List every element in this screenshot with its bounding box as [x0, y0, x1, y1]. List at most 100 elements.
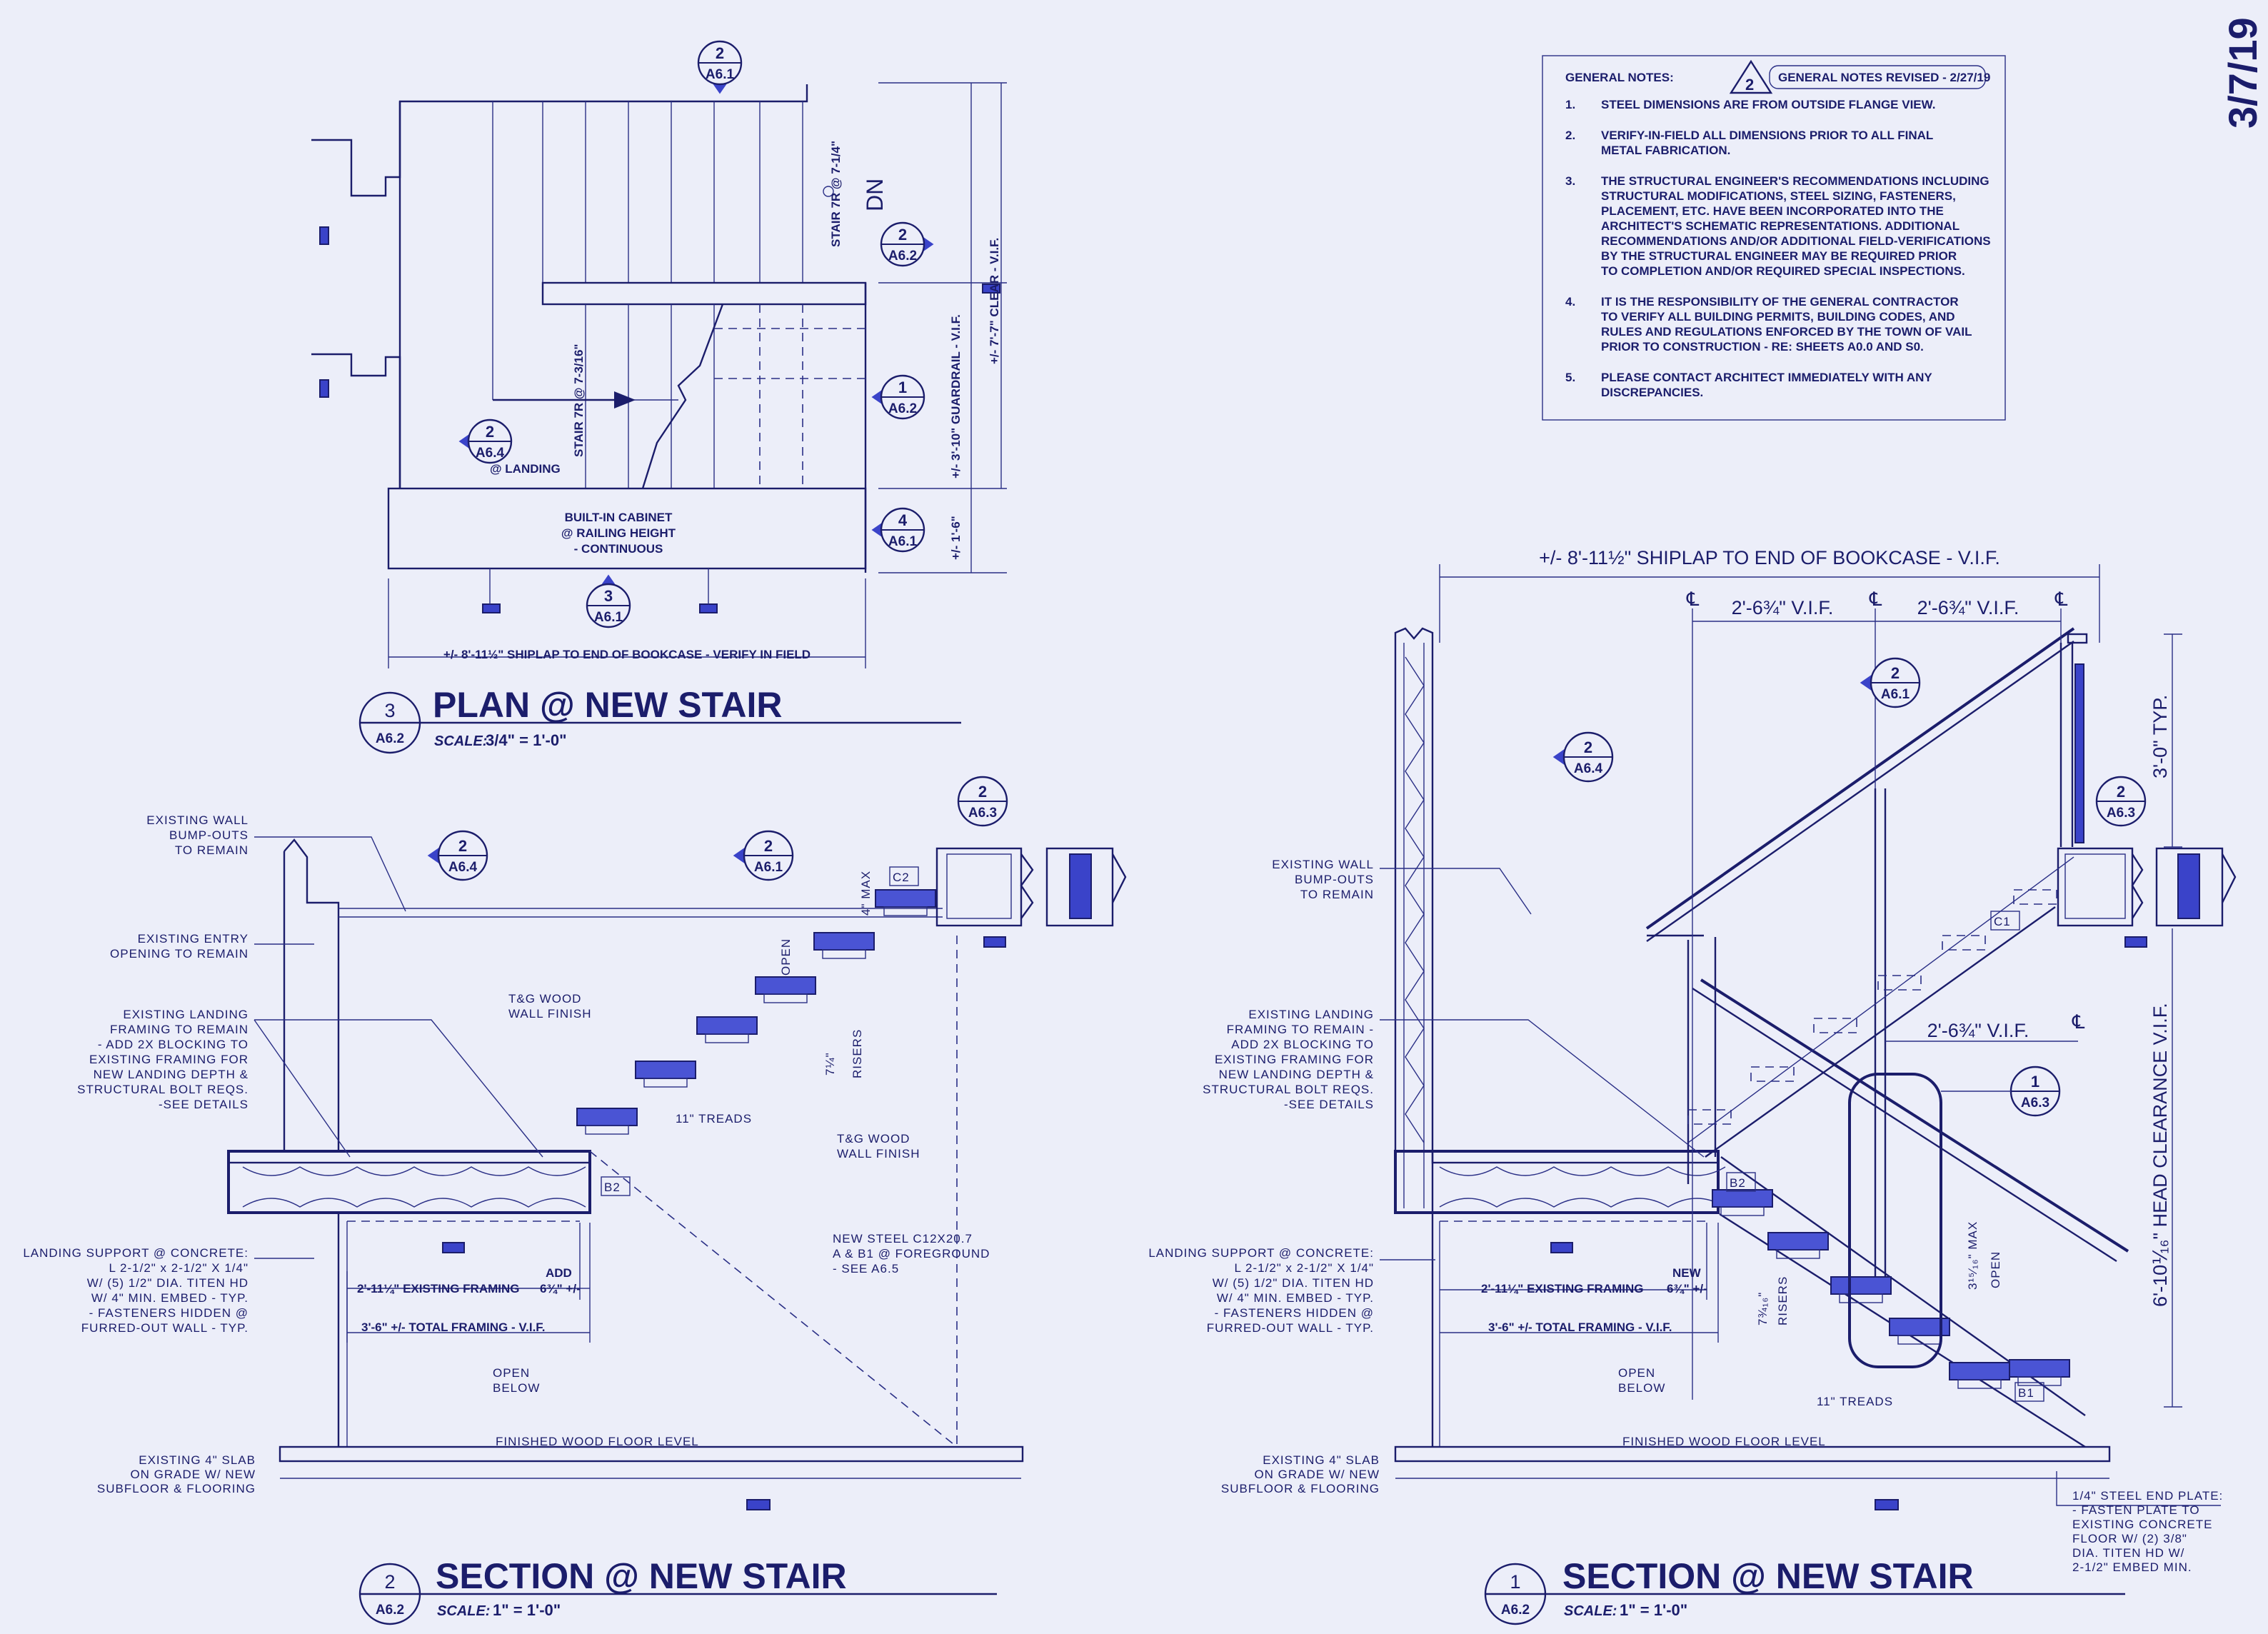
stair-upper-label: STAIR 7R @ 7-1/4"	[829, 141, 843, 247]
s2-scale-label: SCALE:	[437, 1603, 490, 1619]
plan-detail-number: 3	[384, 700, 395, 721]
s2-landing-support-note: W/ (5) 1/2" DIA. TITEN HD	[87, 1276, 249, 1290]
s2-tg-wood-note: WALL FINISH	[508, 1007, 591, 1021]
s1-risers-dim: 7¾₁₆"	[1756, 1292, 1770, 1325]
s1-end-plate-note: - FASTEN PLATE TO	[2072, 1503, 2200, 1517]
s2-existing-landing-note: STRUCTURAL BOLT REQS.	[77, 1083, 249, 1096]
section-tag-number: 2	[486, 423, 494, 441]
dn-label: DN	[862, 179, 888, 211]
head-clearance-callout	[1848, 1073, 1942, 1368]
section-2-tag-a64: 2A6.4	[427, 830, 488, 881]
s1-existing-slab-note: ON GRADE W/ NEW	[1254, 1468, 1380, 1481]
s2-landing-support-note: L 2-1/2" x 2-1/2" X 1/4"	[109, 1261, 249, 1275]
note-line: THE STRUCTURAL ENGINEER'S RECOMMENDATION…	[1601, 174, 1989, 188]
plan-title: PLAN @ NEW STAIR	[433, 685, 782, 725]
s1-existing-landing-note: EXISTING FRAMING FOR	[1215, 1053, 1374, 1066]
note-number: 5.	[1565, 371, 1575, 384]
s1-detail-sheet: A6.2	[1501, 1603, 1530, 1618]
section-tag-number: 2	[898, 226, 907, 244]
s2-tg-wood-note: T&G WOOD	[508, 992, 581, 1006]
section-tag-sheet: A6.1	[754, 860, 783, 875]
tread-angle	[883, 906, 928, 916]
s2-open-below-note: BELOW	[493, 1381, 540, 1395]
s2-existing-landing-note: FRAMING TO REMAIN	[110, 1023, 249, 1036]
s2-existing-entry-note: EXISTING ENTRY	[138, 932, 249, 946]
s1-end-plate-note: 1/4" STEEL END PLATE:	[2072, 1489, 2223, 1503]
section-tag-number: 1	[2031, 1073, 2039, 1091]
s1-new-dim: 6¾" +/-	[1667, 1282, 1707, 1295]
tread-angle	[643, 1078, 688, 1088]
section-tag-sheet: A6.3	[968, 806, 997, 821]
s1-end-plate-note: DIA. TITEN HD W/	[2072, 1546, 2184, 1560]
note-line: PLACEMENT, ETC. HAVE BEEN INCORPORATED I…	[1601, 204, 1944, 218]
tread-angle	[585, 1125, 629, 1135]
section-tag-sheet: A6.1	[706, 67, 735, 82]
s2-open: OPEN	[779, 938, 793, 976]
s1-scale-value: 1" = 1'-0"	[1620, 1601, 1687, 1619]
section-tag-number: 4	[898, 511, 908, 529]
s1-existing-slab-note: EXISTING 4" SLAB	[1263, 1453, 1380, 1467]
s1-existing-wall-note: BUMP-OUTS	[1295, 873, 1374, 886]
s1-existing-wall-note: EXISTING WALL	[1272, 858, 1374, 871]
s1-end-plate-note: FLOOR W/ (2) 3/8"	[2072, 1532, 2187, 1545]
note-line: DISCREPANCIES.	[1601, 386, 1703, 399]
tread-angle	[705, 1033, 749, 1043]
section-tag-number: 2	[716, 44, 724, 62]
cabinet-note-3: - CONTINUOUS	[574, 542, 663, 556]
s2-risers-dim: 7¼"	[823, 1052, 837, 1076]
note-line: ARCHITECT'S SCHEMATIC REPRESENTATIONS. A…	[1601, 219, 1960, 233]
s2-detail-number: 2	[384, 1571, 395, 1593]
s1-finished-floor: FINISHED WOOD FLOOR LEVEL	[1622, 1435, 1826, 1448]
section-tag-sheet: A6.1	[888, 534, 918, 549]
c2-label: C2	[893, 871, 910, 884]
s2-existing-slab-note: ON GRADE W/ NEW	[130, 1468, 256, 1481]
s2-add-dim: 6¾" +/-	[540, 1282, 581, 1295]
note-line: RECOMMENDATIONS AND/OR ADDITIONAL FIELD-…	[1601, 234, 1991, 248]
note-number: 4.	[1565, 295, 1575, 309]
s1-cl-4: ℄	[2072, 1011, 2085, 1033]
plan-dim-clear: +/- 7'-7" CLEAR - V.I.F.	[988, 238, 1001, 364]
section-tag-sheet: A6.3	[2021, 1096, 2049, 1111]
section-tag-sheet: A6.4	[476, 446, 505, 461]
section-tag-number: 2	[978, 783, 987, 801]
note-line: VERIFY-IN-FIELD ALL DIMENSIONS PRIOR TO …	[1601, 129, 1933, 142]
section-1-tag-a63b: 1A6.3	[2009, 1066, 2061, 1117]
note-line: STEEL DIMENSIONS ARE FROM OUTSIDE FLANGE…	[1601, 98, 1935, 111]
s1-cl-2: ℄	[1869, 588, 1882, 610]
plan-section-tag-5: 3A6.1	[586, 574, 631, 628]
s1-b2-label: B2	[1730, 1176, 1746, 1190]
s2-treads-label: 11" TREADS	[676, 1112, 752, 1126]
s1-existing-slab-note: SUBFLOOR & FLOORING	[1221, 1482, 1380, 1495]
note-line: STRUCTURAL MODIFICATIONS, STEEL SIZING, …	[1601, 189, 1956, 203]
s2-existing-entry-note: OPENING TO REMAIN	[110, 947, 249, 961]
s1-dim-right: 2'-6¾" V.I.F.	[1917, 597, 2019, 618]
s2-open-below-note: OPEN	[493, 1366, 530, 1380]
s2-scale-value: 1" = 1'-0"	[493, 1601, 561, 1619]
s1-new: NEW	[1672, 1266, 1702, 1280]
section-tag-number: 2	[458, 837, 467, 855]
stair-tread	[696, 1016, 758, 1035]
note-number: 2.	[1565, 129, 1575, 142]
section-2-drawing: C2 2A6.4 2A6.1 2A6.3 EXISTING WALLBUMP-O…	[23, 776, 1127, 1625]
stair-lower-label: STAIR 7R @ 7-3/16"	[572, 344, 586, 457]
s2-existing-landing-note: EXISTING FRAMING FOR	[89, 1053, 249, 1066]
cabinet-note-2: @ RAILING HEIGHT	[561, 526, 676, 540]
s1-dim-top: +/- 8'-11½" SHIPLAP TO END OF BOOKCASE -…	[1539, 547, 2000, 568]
s1-end-plate-note: EXISTING CONCRETE	[2072, 1518, 2212, 1531]
section-2-tag-a61: 2A6.1	[733, 830, 794, 881]
s2-existing-wall-note: EXISTING WALL	[146, 813, 249, 827]
stair-tread	[875, 889, 936, 908]
revision-number: 2	[1745, 76, 1754, 94]
revision-delta-icon: 2	[1729, 59, 1773, 94]
plan-drawing: BUILT-IN CABINET @ RAILING HEIGHT - CONT…	[311, 40, 1007, 754]
section-tag-number: 3	[604, 587, 613, 605]
section-tag-sheet: A6.2	[888, 401, 917, 416]
section-tag-sheet: A6.4	[448, 860, 478, 875]
section-tag-sheet: A6.1	[1881, 687, 1910, 702]
s1-typ: 3'-0" TYP.	[2149, 695, 2171, 778]
note-line: IT IS THE RESPONSIBILITY OF THE GENERAL …	[1601, 295, 1959, 309]
s2-landing-support-note: - FASTENERS HIDDEN @	[89, 1306, 249, 1320]
s1-detail-number: 1	[1510, 1571, 1520, 1593]
